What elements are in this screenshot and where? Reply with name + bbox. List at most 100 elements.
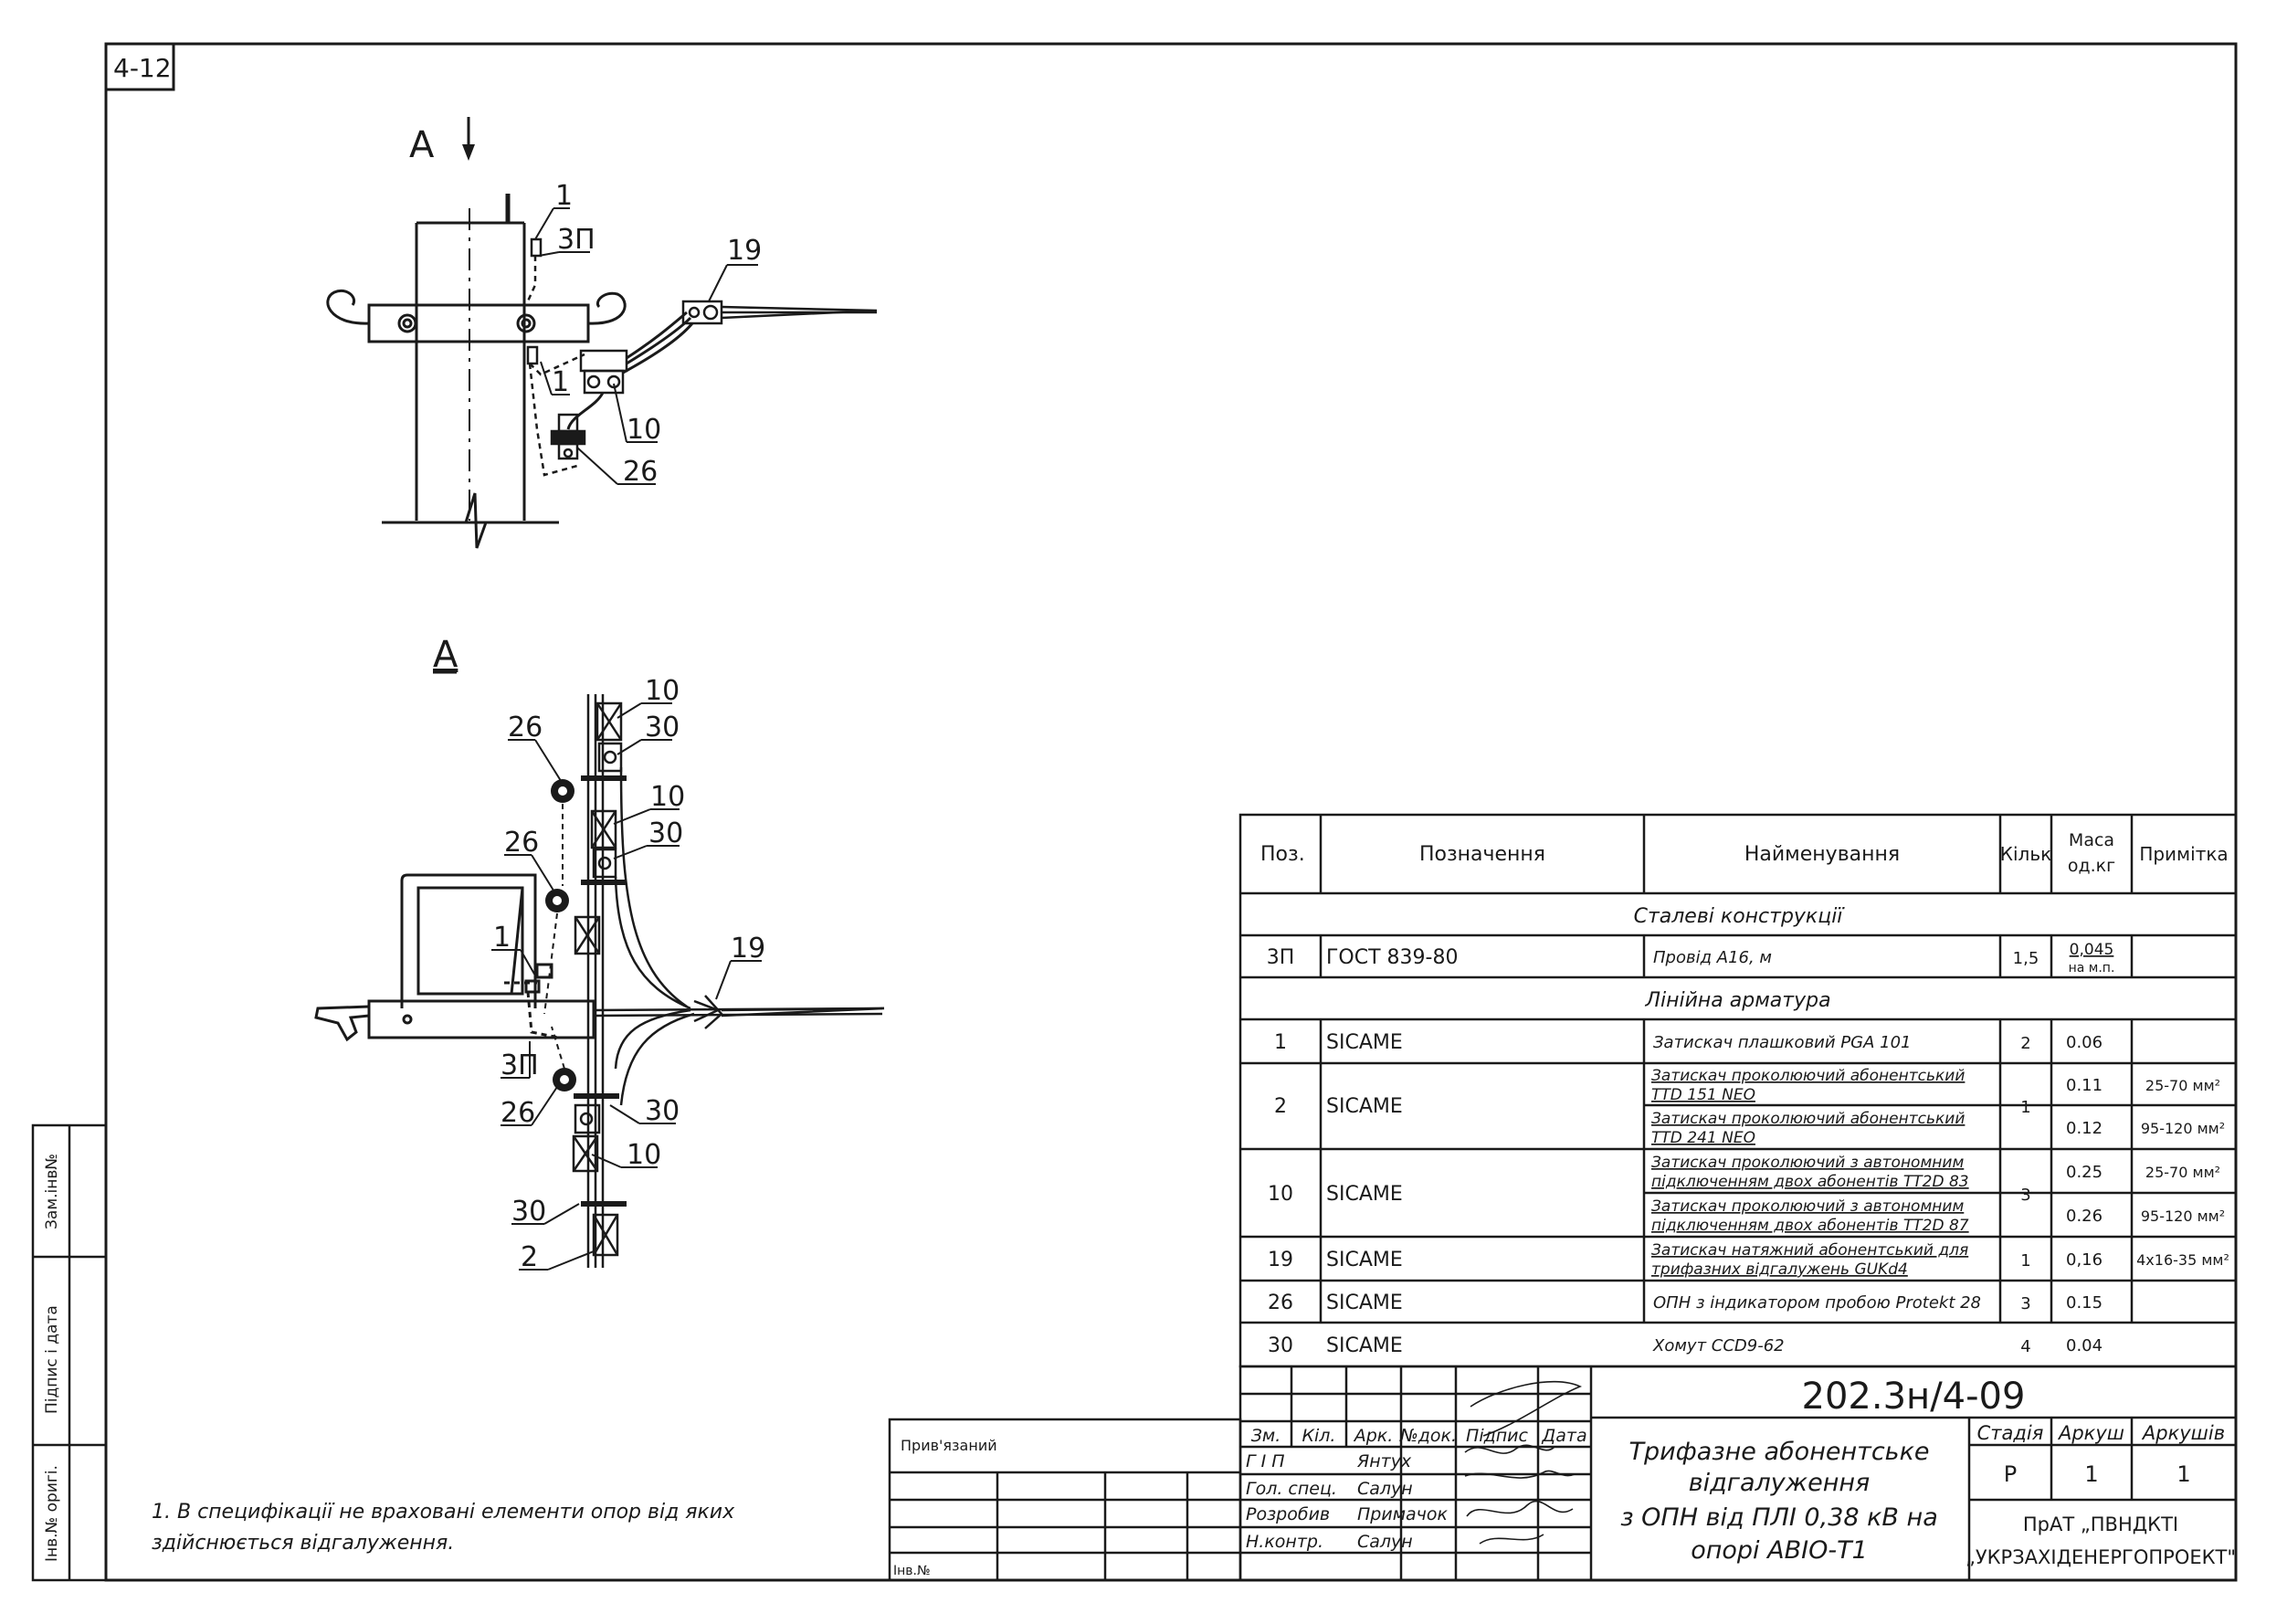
row-mass: 0,045	[2070, 941, 2114, 959]
column-head: Дата	[1541, 1426, 1586, 1446]
surge-arrester-26	[550, 413, 586, 460]
row-pos: 19	[1268, 1249, 1293, 1271]
column-head: Арк.	[1353, 1426, 1394, 1446]
person-role: Гол. спец.	[1246, 1479, 1337, 1499]
column-head: Підпис	[1466, 1426, 1528, 1446]
callout-26-top: 26	[623, 456, 658, 488]
row-note: 4x16-35 мм²	[2136, 1251, 2229, 1269]
sheets-label: Аркушів	[2141, 1422, 2225, 1444]
band-clamps-30	[574, 775, 627, 1207]
row-designation: SICAME	[1326, 1334, 1403, 1357]
piercing-clamp-assembly	[566, 311, 694, 430]
row-name: Затискач проколюючий з автономним	[1651, 1154, 1964, 1172]
spec-table-rows: 3П ГОСТ 839-80 1,5 Провід А16, м 0,045 на м.п…	[1267, 941, 2229, 1357]
pole-body	[382, 221, 559, 549]
view-a-title: A	[433, 634, 458, 676]
row-pos: 26	[1268, 1292, 1293, 1314]
row-note: 25-70 мм²	[2145, 1164, 2220, 1181]
handwritten-signatures	[1464, 1380, 1583, 1545]
callout-26-a1: 26	[508, 712, 543, 743]
spec-table-grid	[1238, 813, 2238, 1368]
title-line: опорі АВІО-Т1	[1691, 1536, 1868, 1565]
doc-code: 202.3н/4-09	[1802, 1376, 2026, 1418]
binding-inv-label: Інв.№	[893, 1564, 931, 1578]
row-designation: ГОСТ 839-80	[1326, 946, 1458, 969]
row-pos: 2	[1274, 1095, 1287, 1118]
row-qty: 1	[2020, 1098, 2030, 1117]
row-mass: на м.п.	[2069, 961, 2115, 975]
arrester-ground-leads	[543, 804, 565, 1070]
row-mass: 0.06	[2066, 1033, 2103, 1052]
side-stamp	[31, 1123, 108, 1582]
row-qty: 1	[2020, 1251, 2030, 1271]
side-stamp-inv-orig: Інв.№ оригі.	[43, 1465, 61, 1562]
row-pos: 3П	[1267, 946, 1295, 969]
callout-26-a2: 26	[504, 827, 539, 859]
row-name: Затискач проколюючий з автономним	[1651, 1197, 1964, 1216]
title-line: відгалуження	[1689, 1469, 1871, 1497]
person-role: Г І П	[1246, 1451, 1285, 1471]
column-head: Кіл.	[1302, 1426, 1336, 1446]
row-designation: SICAME	[1326, 1292, 1403, 1314]
view-a: A	[314, 634, 885, 1273]
row-qty: 3	[2020, 1186, 2030, 1205]
header-note: Примітка	[2139, 843, 2228, 865]
sheet-label: Аркуш	[2057, 1422, 2124, 1444]
callout-30-a4: 30	[511, 1196, 546, 1228]
note-line-1: 1. В специфікації не враховані елементи …	[152, 1501, 735, 1524]
cross-bracket	[326, 290, 627, 343]
row-name: Затискач проколюючий абонентський	[1651, 1067, 1965, 1085]
callout-1-top: 1	[555, 180, 573, 212]
callout-3p-top: 3П	[557, 224, 595, 256]
note-line-2: здійснюється відгалуження.	[152, 1532, 454, 1555]
pole-mount	[314, 873, 595, 1042]
row-pos: 1	[1274, 1031, 1287, 1054]
view-direction-arrow	[462, 117, 475, 161]
row-name: підключенням двох абонентів TT2D 87	[1651, 1217, 1969, 1235]
side-stamp-signature-date: Підпис і дата	[43, 1305, 61, 1414]
callout-10-a1: 10	[645, 675, 680, 707]
callout-10-top: 10	[627, 414, 661, 446]
side-stamp-zam-inv: Зам.інв№	[43, 1154, 61, 1229]
row-mass: 0.04	[2066, 1336, 2103, 1355]
callout-10-a3: 10	[627, 1139, 661, 1171]
row-designation: SICAME	[1326, 1095, 1403, 1118]
row-name: ОПН з індикатором пробою Protekt 28	[1653, 1293, 1981, 1313]
person-name: Салун	[1357, 1479, 1413, 1499]
row-note: 25-70 мм²	[2145, 1077, 2220, 1094]
binding-label: Прив'язаний	[901, 1437, 997, 1454]
row-qty: 4	[2020, 1337, 2030, 1356]
row-mass: 0.11	[2066, 1076, 2103, 1095]
title-line: Трифазне абонентське	[1628, 1438, 1929, 1466]
stage-label: Стадія	[1977, 1422, 2044, 1444]
view-top-leaders	[534, 207, 758, 485]
row-name: TTD 241 NEO	[1651, 1129, 1755, 1147]
row-name: Провід А16, м	[1653, 948, 1772, 967]
sheets-value: 1	[2176, 1461, 2190, 1487]
org-line: ПрАТ „ПВНДКТІ	[2023, 1513, 2178, 1535]
organization-name: ПрАТ „ПВНДКТІ „УКРЗАХІДЕНЕРГОПРОЕКТ"	[1966, 1513, 2236, 1568]
person-name: Салун	[1357, 1532, 1413, 1552]
callout-3p-a: 3П	[501, 1049, 539, 1081]
trunk-clamps	[572, 701, 623, 1257]
clamp-pga-1	[524, 237, 585, 477]
row-name: Затискач натяжний абонентський для	[1651, 1241, 1968, 1260]
row-mass: 0,16	[2066, 1250, 2103, 1270]
person-name: Янтух	[1356, 1451, 1412, 1471]
org-line: „УКРЗАХІДЕНЕРГОПРОЕКТ"	[1966, 1546, 2236, 1568]
person-name: Примачок	[1357, 1504, 1449, 1524]
row-pos: 30	[1268, 1334, 1293, 1357]
callout-1-bottom: 1	[552, 366, 569, 398]
row-name: Затискач проколюючий абонентський	[1651, 1110, 1965, 1128]
callout-30-a3: 30	[645, 1095, 680, 1127]
row-qty: 1,5	[2013, 949, 2039, 968]
section-line: Лінійна арматура	[1644, 989, 1830, 1012]
callout-30-a2: 30	[648, 817, 683, 849]
row-qty: 2	[2020, 1034, 2030, 1053]
column-head: №док.	[1399, 1426, 1457, 1446]
